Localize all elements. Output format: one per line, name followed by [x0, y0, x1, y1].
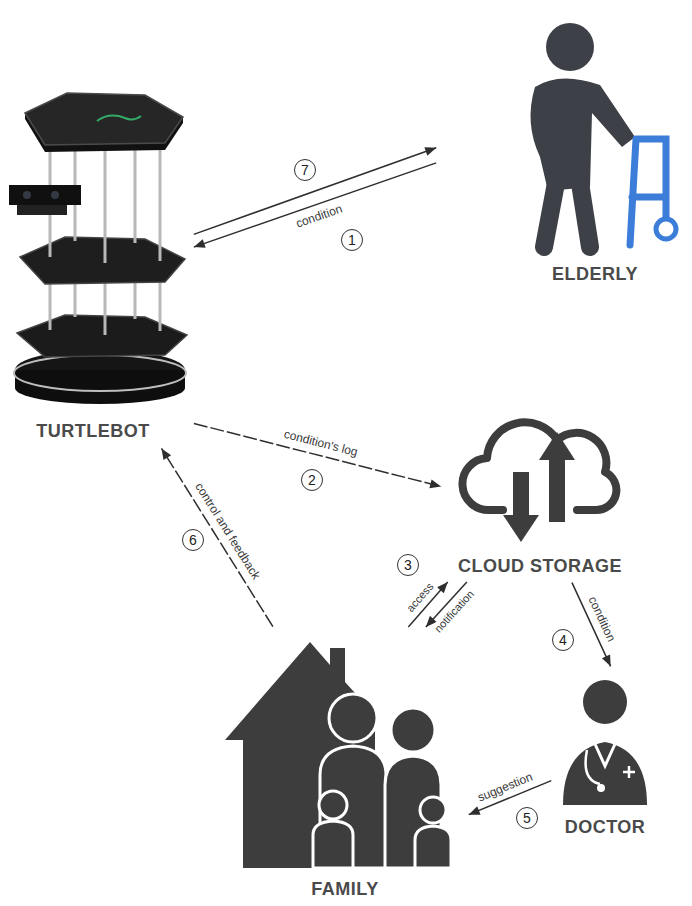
- node-label: FAMILY: [311, 878, 378, 900]
- icon-shape: [544, 183, 556, 247]
- arrow-head: [429, 479, 441, 488]
- icon-shape: [462, 422, 616, 510]
- icon-shape: [586, 750, 600, 784]
- icon-shape: [415, 826, 451, 868]
- icon-shape: [15, 372, 185, 404]
- arrow-label: condition: [292, 201, 346, 231]
- arrow-line: [194, 163, 436, 247]
- arrow-line: [161, 448, 272, 626]
- callout-number: 2: [301, 469, 323, 491]
- node-label: DOCTOR: [565, 816, 646, 838]
- cloud-icon: [445, 410, 645, 578]
- icon-shape: [503, 515, 539, 542]
- robot-figure: [5, 85, 190, 445]
- icon-shape: [513, 472, 529, 518]
- icon-shape: [580, 183, 590, 247]
- icon-shape: [595, 744, 615, 766]
- arrow-head: [161, 448, 171, 460]
- callout-number: 6: [182, 529, 204, 551]
- icon-shape: [597, 784, 605, 792]
- family-icon: [225, 630, 465, 902]
- icon-shape: [14, 355, 186, 391]
- icon-shape: [656, 219, 676, 239]
- robot-node: TURTLEBOT: [5, 85, 190, 445]
- icon-shape: [546, 23, 594, 71]
- arrow-label: control and feedback: [191, 478, 264, 583]
- callout-number: 4: [552, 629, 574, 651]
- icon-shape: [583, 680, 627, 724]
- flow-arrow: [194, 163, 436, 248]
- callout-number: 1: [341, 229, 363, 251]
- icon-shape: [563, 742, 647, 805]
- cloud-node: CLOUD STORAGE: [445, 410, 645, 579]
- icon-shape: [25, 93, 183, 145]
- icon-shape: [17, 205, 67, 215]
- icon-shape: [313, 821, 353, 868]
- callout-number: 3: [397, 554, 419, 576]
- arrow-label: condition: [585, 593, 620, 646]
- icon-shape: [329, 694, 377, 742]
- icon-shape: [549, 456, 565, 522]
- icon-shape: [531, 78, 635, 191]
- doctor-node: DOCTOR: [555, 670, 655, 840]
- elderly-node: ELDERLY: [440, 15, 680, 287]
- arrow-head: [602, 654, 611, 666]
- arrow-label: access: [402, 579, 437, 616]
- arrow-head: [194, 239, 206, 248]
- callout-number: 5: [516, 807, 538, 829]
- icon-shape: [420, 797, 446, 823]
- node-label: TURTLEBOT: [36, 420, 149, 442]
- node-label: ELDERLY: [552, 263, 638, 285]
- elderly-figure: [440, 15, 680, 287]
- doctor-icon: [555, 670, 655, 840]
- flow-arrow: [194, 147, 436, 234]
- icon-shape: [51, 191, 59, 199]
- icon-shape: [391, 708, 435, 752]
- icon-shape: [97, 116, 141, 121]
- icon-shape: [623, 766, 635, 778]
- arrow-head: [437, 582, 448, 593]
- arrow-head: [469, 806, 481, 814]
- arrow-line: [194, 148, 436, 235]
- node-label: CLOUD STORAGE: [458, 555, 622, 577]
- flow-arrow: [161, 448, 272, 626]
- arrow-head: [424, 147, 436, 155]
- icon-shape: [23, 191, 31, 199]
- callout-number: 7: [294, 159, 316, 181]
- icon-shape: [319, 791, 347, 819]
- family-node: FAMILY: [225, 630, 465, 902]
- icon-shape: [539, 432, 575, 460]
- icon-shape: [9, 185, 81, 205]
